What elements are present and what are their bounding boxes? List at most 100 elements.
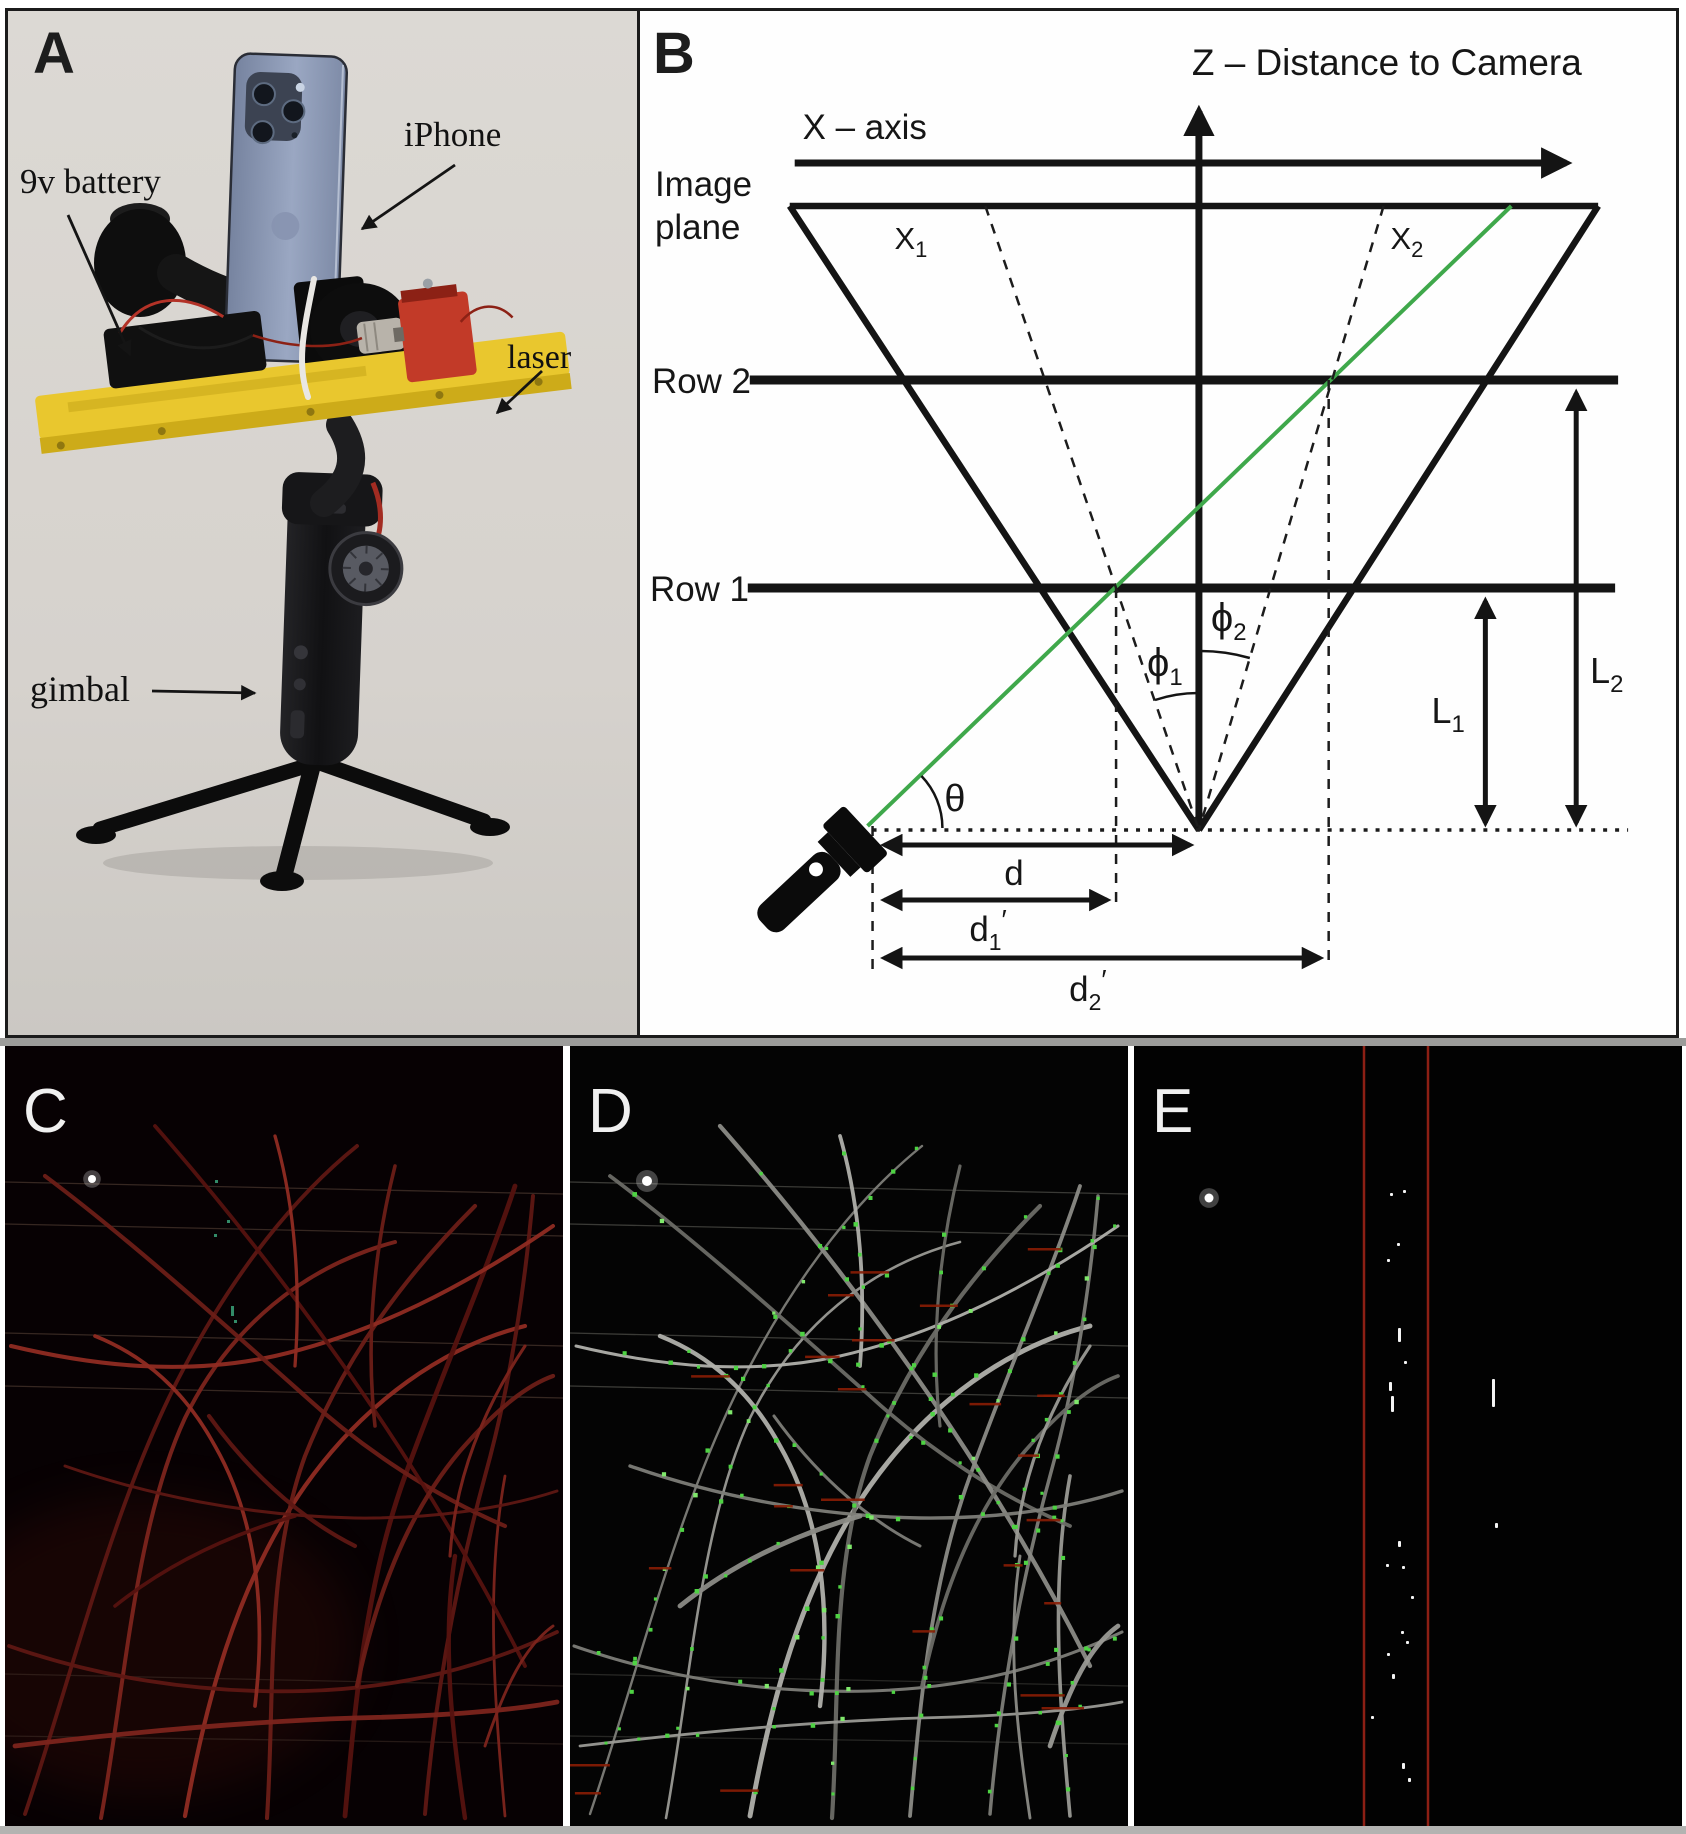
detected-node-dot: [974, 1373, 979, 1378]
panel-a: A 9v battery iPhone laser gimbal: [8, 11, 637, 1035]
detected-node-dot: [815, 1565, 821, 1570]
detected-node-dot: [835, 1691, 839, 1695]
detected-node-dot: [1090, 1239, 1094, 1243]
vine-cane: [1012, 1554, 1032, 1820]
x2-label: X2: [1391, 221, 1424, 262]
detected-node-dot: [774, 1438, 779, 1443]
detected-node-dot: [1055, 1263, 1060, 1268]
vine-cane: [664, 1240, 962, 1820]
detected-node-dot: [617, 1727, 621, 1731]
detected-node-dot: [1084, 1276, 1089, 1281]
detected-node-dot: [982, 1266, 986, 1271]
detected-node-dot: [661, 1472, 667, 1477]
vine-cane: [12, 1699, 560, 1749]
trellis-wire: [570, 1223, 1128, 1237]
detected-node-dot: [932, 1372, 937, 1377]
detected-node-dot: [746, 1419, 751, 1423]
trellis-wire: [5, 1385, 563, 1399]
detected-node-dot: [913, 1757, 917, 1761]
detected-node-dot: [951, 1392, 955, 1397]
theta-label: θ: [944, 778, 965, 820]
detected-node-dot: [1113, 1224, 1117, 1228]
phi1-label: ϕ1: [1147, 641, 1183, 691]
vine-cane: [574, 1224, 1120, 1369]
detected-node-dot: [753, 1790, 758, 1795]
detected-node-dot: [948, 1428, 953, 1433]
detected-node-dot: [1013, 1524, 1018, 1529]
mask-speck: [1387, 1653, 1390, 1656]
vine-cane: [829, 1203, 1043, 1821]
panel-b-diagram: B X – axis Z – Distance to Camera Image …: [650, 22, 1629, 1015]
detected-node-dot: [637, 1737, 641, 1741]
detected-node-dot: [1022, 1487, 1026, 1491]
detected-node-dot: [1061, 1555, 1066, 1560]
detected-node-dot: [1021, 1337, 1026, 1342]
detected-node-dot: [1082, 1317, 1087, 1322]
vine-cane: [264, 1203, 478, 1821]
detected-node-dot: [821, 1607, 827, 1613]
x-axis-label: X – axis: [803, 108, 927, 147]
image-plane-label-1: Image: [655, 165, 752, 204]
detected-node-dot: [648, 1627, 653, 1632]
detected-node-dot: [1074, 1399, 1079, 1405]
vine-cane: [93, 1334, 262, 1708]
x1-ray: [984, 205, 1201, 831]
detected-node-dot: [994, 1723, 999, 1728]
vine-cane: [657, 1333, 827, 1709]
detected-node-dot: [819, 1472, 823, 1476]
detected-node-dot: [788, 1349, 793, 1353]
vine-cane: [1047, 1623, 1121, 1749]
vine-cane: [63, 1464, 559, 1520]
detected-node-dot: [939, 1270, 943, 1275]
panel-d: D: [570, 1046, 1128, 1826]
detected-node-dot: [922, 1665, 927, 1670]
trellis-wire: [570, 1385, 1128, 1399]
detected-node-dot: [928, 1397, 933, 1401]
mask-speck: [1392, 1674, 1395, 1679]
image-plane-label-2: plane: [655, 208, 740, 247]
mask-speck: [1406, 1641, 1409, 1644]
detected-node-dot: [759, 1171, 763, 1176]
detected-node-dot: [861, 1285, 865, 1289]
vine-cane: [772, 1414, 922, 1548]
detected-node-dot: [1078, 1704, 1082, 1709]
detected-node-dot: [1055, 1720, 1061, 1726]
mask-speck: [1492, 1379, 1495, 1407]
detected-node-dot: [874, 1438, 879, 1443]
vine-cane: [483, 1624, 555, 1748]
x1-label: X1: [895, 221, 928, 262]
detected-node-dot: [741, 1376, 746, 1381]
detected-node-dot: [1084, 1646, 1089, 1651]
detected-node-dot: [1058, 1392, 1063, 1397]
z-axis-label: Z – Distance to Camera: [1192, 42, 1582, 83]
detected-node-dot: [1023, 1215, 1028, 1219]
detected-node-dot: [891, 1690, 896, 1694]
x2-ray: [1197, 205, 1385, 831]
detected-node-dot: [800, 1331, 805, 1337]
detected-node-dot: [914, 1146, 919, 1150]
row1-label: Row 1: [650, 570, 749, 609]
vine-cane: [423, 1194, 535, 1816]
black-wire: [138, 325, 254, 350]
detected-node-dot: [958, 1461, 962, 1465]
mask-speck: [1411, 1596, 1414, 1599]
detected-node-dot: [1060, 1519, 1064, 1523]
detected-node-dot: [792, 1443, 797, 1447]
detected-node-dot: [828, 1358, 833, 1364]
detected-node-dot: [1047, 1271, 1051, 1275]
detected-node-dot: [846, 1687, 851, 1692]
detected-node-dot: [633, 1656, 637, 1661]
detected-node-dot: [1072, 1361, 1077, 1365]
detected-node-dot: [869, 1515, 874, 1520]
mask-speck: [1387, 1259, 1390, 1262]
detected-node-dot: [856, 1362, 861, 1367]
detected-node-dot: [622, 1351, 627, 1356]
detected-node-dot: [805, 1606, 810, 1611]
detected-node-dot: [1092, 1244, 1097, 1250]
faint-laser-dot: [215, 1180, 218, 1183]
mask-speck: [1404, 1361, 1407, 1364]
faint-laser-dot: [227, 1220, 230, 1223]
mask-speck: [1397, 1243, 1400, 1246]
detected-node-dot: [719, 1499, 724, 1504]
detected-node-dot: [696, 1365, 701, 1369]
